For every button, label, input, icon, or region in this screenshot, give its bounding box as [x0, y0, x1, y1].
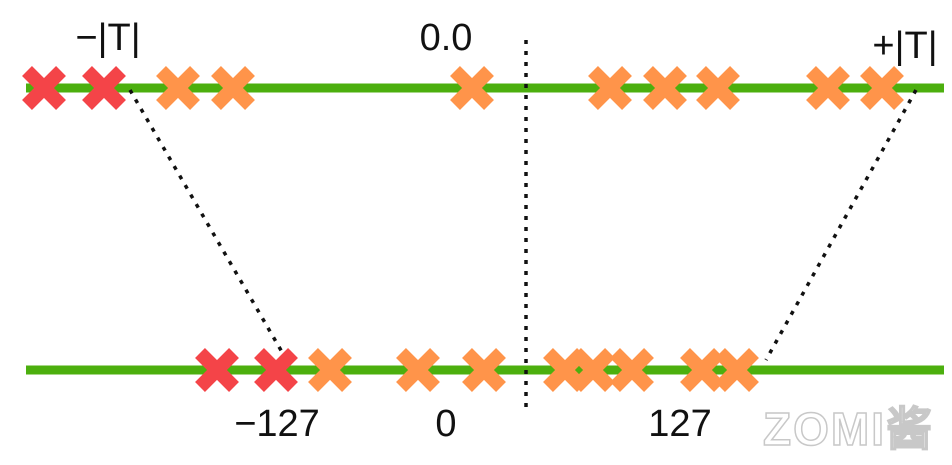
clipped-value-marker: [22, 66, 66, 110]
int-neg-label: −127: [234, 403, 320, 445]
pos-threshold-label: +|T|: [872, 25, 938, 67]
float-zero-label: 0.0: [419, 17, 473, 59]
float-value-marker: [860, 66, 904, 110]
int-value-marker: [462, 348, 506, 392]
neg-threshold-label: −|T|: [75, 17, 141, 59]
float-value-marker: [211, 66, 255, 110]
float-value-marker: [588, 66, 632, 110]
int-value-marker: [571, 348, 615, 392]
pos-mapping-line: [764, 89, 918, 361]
float-value-marker: [696, 66, 740, 110]
float-value-marker: [806, 66, 850, 110]
int-zero-label: 0: [435, 403, 457, 445]
int-value-marker: [308, 348, 352, 392]
float-value-marker: [156, 66, 200, 110]
int-pos-label: 127: [648, 403, 712, 445]
zomi-watermark: ZOMI酱: [762, 403, 934, 455]
marker-group: [22, 66, 904, 392]
int-value-marker: [715, 348, 759, 392]
float-value-marker: [450, 66, 494, 110]
clipped-value-marker: [82, 66, 126, 110]
int-value-marker: [610, 348, 654, 392]
float-value-marker: [643, 66, 687, 110]
clipped-int-marker: [254, 348, 298, 392]
int-value-marker: [680, 348, 724, 392]
neg-mapping-line: [128, 89, 284, 353]
clipped-int-marker: [195, 348, 239, 392]
int-value-marker: [396, 348, 440, 392]
